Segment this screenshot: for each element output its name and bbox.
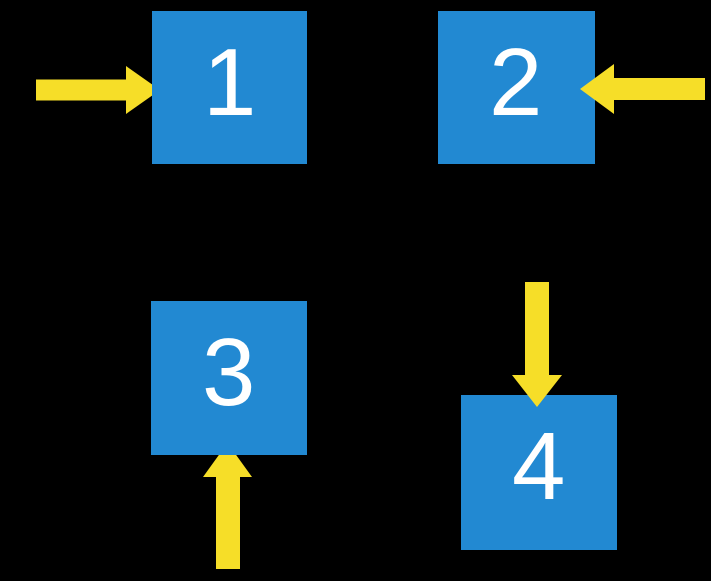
node-box-2[interactable] xyxy=(438,11,595,164)
arrow-left-shape xyxy=(580,64,705,114)
arrow-down-into-node-4 xyxy=(512,282,562,407)
arrow-up-into-node-3 xyxy=(203,443,252,569)
arrow-up-shape xyxy=(203,443,252,569)
arrow-right-into-node-1 xyxy=(36,66,160,114)
node-box-1[interactable] xyxy=(152,11,307,164)
node-box-3[interactable] xyxy=(151,301,307,455)
arrow-down-shape xyxy=(512,282,562,407)
arrow-right-shape xyxy=(36,66,160,114)
arrow-left-into-node-2 xyxy=(580,64,705,114)
node-box-4[interactable] xyxy=(461,395,617,550)
